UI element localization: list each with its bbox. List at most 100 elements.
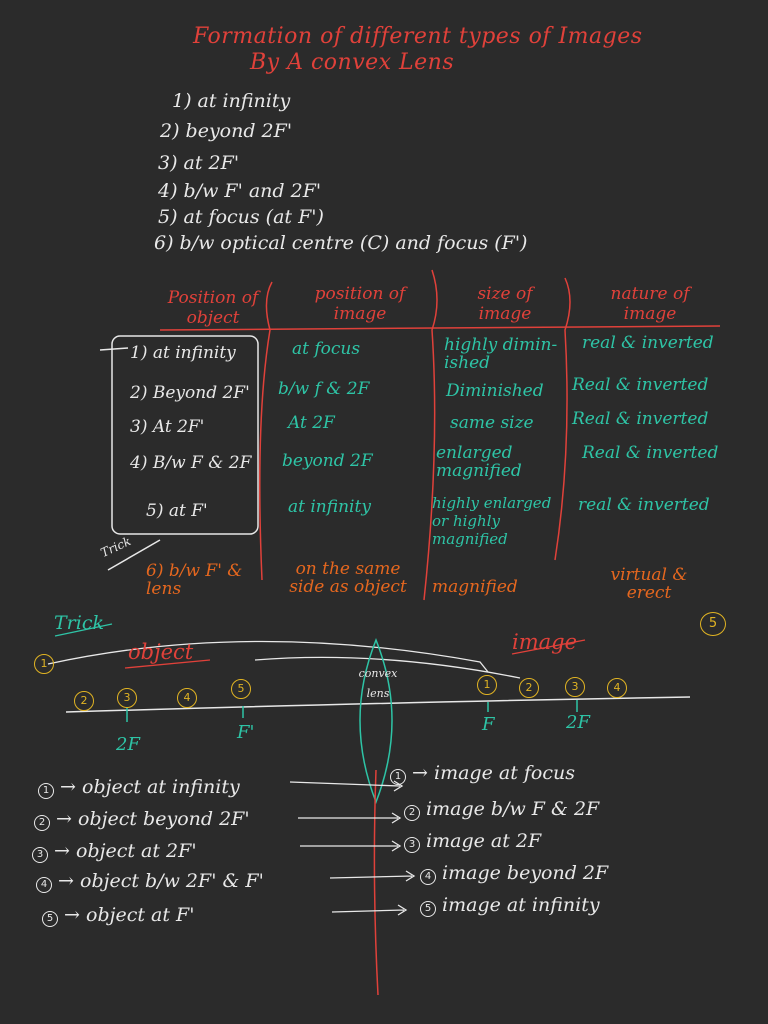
mapping-left-item: 1 → object at infinity — [38, 776, 240, 799]
axis-label-f-left: F' — [237, 722, 255, 743]
th-position-object: Position of object — [167, 288, 259, 328]
lens-label: convex lens — [358, 667, 398, 700]
trick-diagram-underline — [54, 623, 113, 637]
mapping-right-item: 3 image at 2F — [404, 830, 541, 853]
page-subtitle: By A convex Lens — [250, 50, 455, 75]
mapping-right-item: 1 → image at focus — [390, 762, 575, 785]
object-underline — [124, 659, 211, 669]
table-cell-object: 4) B/w F & 2F — [130, 453, 252, 473]
table-cell-image-size: magnified — [432, 577, 518, 597]
corner-mark: 5 — [700, 612, 726, 636]
mapping-right-item: 4 image beyond 2F — [420, 862, 608, 885]
table-cell-image-position: at infinity — [288, 497, 371, 517]
case-item: 6) b/w optical centre (C) and focus (F') — [154, 232, 528, 254]
case-item: 5) at focus (at F') — [158, 206, 324, 228]
image-underline — [511, 639, 586, 655]
th-nature-image: nature of image — [610, 284, 690, 324]
mapping-left-item: 3 → object at 2F' — [32, 840, 197, 863]
table-cell-image-size: highly enlarged or highly magnified — [432, 494, 552, 548]
mapping-right-item: 5 image at infinity — [420, 894, 600, 917]
mapping-num-icon: 3 — [404, 837, 420, 853]
object-point-5: 5 — [231, 679, 251, 699]
object-point-4: 4 — [177, 688, 197, 708]
table-cell-image-nature: virtual & erect — [610, 565, 688, 603]
mapping-num-icon: 1 — [390, 769, 406, 785]
trick-box — [111, 335, 259, 535]
image-point-3: 3 — [565, 677, 585, 697]
table-cell-object: 5) at F' — [146, 501, 208, 521]
mapping-right-text: image beyond 2F — [442, 862, 609, 884]
mapping-right-text: → image at focus — [412, 762, 575, 784]
image-point-2: 2 — [519, 678, 539, 698]
mapping-right-text: image at 2F — [426, 830, 542, 852]
object-point-2: 2 — [74, 691, 94, 711]
image-point-4: 4 — [607, 678, 627, 698]
table-cell-image-position: on the same side as object — [289, 559, 407, 597]
mapping-num-icon: 2 — [34, 815, 50, 831]
table-col-sep-2 — [423, 269, 438, 601]
table-cell-image-position: at focus — [292, 339, 361, 359]
table-cell-image-size: Diminished — [446, 381, 544, 401]
principal-axis — [65, 696, 691, 713]
mapping-num-icon: 5 — [42, 911, 58, 927]
table-cell-object: 3) At 2F' — [130, 417, 205, 437]
th-position-image: position of image — [314, 284, 406, 324]
diagram-image-label: image — [512, 630, 578, 654]
mapping-left-text: → object at F' — [64, 904, 195, 926]
mapping-divider — [373, 769, 379, 996]
table-cell-object: 2) Beyond 2F' — [130, 383, 250, 403]
table-cell-image-position: beyond 2F — [282, 451, 373, 471]
table-cell-image-size: highly dimin-ished — [444, 335, 558, 373]
mapping-num-icon: 2 — [404, 805, 420, 821]
trick-underline — [107, 539, 161, 571]
object-image-arc — [47, 640, 489, 673]
trick-arrow — [99, 347, 129, 351]
case-item: 1) at infinity — [172, 90, 291, 112]
diagram-trick-label: Trick — [54, 612, 104, 634]
mapping-num-icon: 4 — [36, 877, 52, 893]
table-cell-image-nature: Real & inverted — [572, 375, 709, 395]
page-title: Formation of different types of Images — [193, 24, 643, 49]
axis-label-2f-left: 2F — [116, 734, 140, 755]
diagram-object-label: object — [128, 640, 194, 664]
axis-label-f-right: F — [482, 714, 495, 735]
mapping-left-text: → object b/w 2F' & F' — [58, 870, 264, 892]
table-cell-image-size: same size — [450, 413, 534, 433]
table-cell-image-position: At 2F — [288, 413, 335, 433]
mapping-left-item: 5 → object at F' — [42, 904, 194, 927]
case-item: 3) at 2F' — [158, 152, 240, 174]
mapping-right-text: image at infinity — [442, 894, 600, 916]
axis-label-2f-right: 2F — [566, 712, 590, 733]
th-size-image: size of image — [477, 284, 533, 324]
mapping-num-icon: 5 — [420, 901, 436, 917]
mapping-num-icon: 1 — [38, 783, 54, 799]
mapping-left-text: → object at infinity — [60, 776, 240, 798]
object-point-1: 1 — [34, 654, 54, 674]
object-image-arc-2 — [254, 656, 521, 679]
object-point-3: 3 — [117, 688, 137, 708]
image-point-1: 1 — [477, 675, 497, 695]
table-header-line — [159, 325, 721, 331]
table-cell-object: 6) b/w F' & lens — [146, 561, 243, 599]
mapping-arrows — [289, 780, 416, 916]
mapping-left-item: 4 → object b/w 2F' & F' — [36, 870, 264, 893]
convex-lens — [359, 637, 393, 805]
table-cell-image-nature: Real & inverted — [572, 409, 709, 429]
table-cell-object: 1) at infinity — [130, 343, 236, 363]
mapping-left-text: → object at 2F' — [54, 840, 197, 862]
table-cell-image-size: enlarged magnified — [436, 443, 522, 481]
table-col-sep-3 — [554, 277, 571, 561]
case-item: 4) b/w F' and 2F' — [158, 180, 322, 202]
mapping-left-item: 2 → object beyond 2F' — [34, 808, 250, 831]
mapping-num-icon: 4 — [420, 869, 436, 885]
table-cell-image-nature: real & inverted — [582, 333, 714, 353]
table-cell-image-nature: real & inverted — [578, 495, 710, 515]
mapping-left-text: → object beyond 2F' — [56, 808, 250, 830]
mapping-num-icon: 3 — [32, 847, 48, 863]
case-item: 2) beyond 2F' — [160, 120, 293, 142]
table-cell-image-position: b/w f & 2F — [278, 379, 370, 399]
table-col-sep-1 — [259, 281, 273, 581]
mapping-right-item: 2 image b/w F & 2F — [404, 798, 599, 821]
mapping-right-text: image b/w F & 2F — [426, 798, 600, 820]
